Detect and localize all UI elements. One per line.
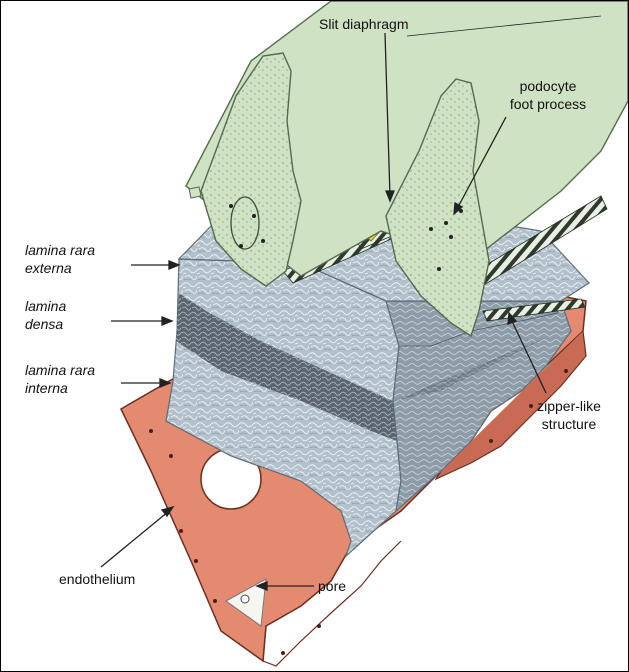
label-lamina-rara-interna-line2: interna xyxy=(25,379,95,397)
label-lamina-densa-line2: densa xyxy=(25,315,66,333)
label-lamina-rara-externa-line2: externa xyxy=(25,259,95,277)
label-zipper-line2: structure xyxy=(521,415,617,433)
label-slit-diaphragm: Slit diaphragm xyxy=(319,15,409,33)
label-podocyte-line1: podocyte xyxy=(493,77,603,95)
label-lamina-densa: lamina densa xyxy=(25,297,66,333)
label-lamina-rara-interna-line1: lamina rara xyxy=(25,361,95,379)
label-zipper-line1: zipper-like xyxy=(521,397,617,415)
label-podocyte-line2: foot process xyxy=(493,95,603,113)
label-lamina-rara-externa-line1: lamina rara xyxy=(25,241,95,259)
label-pore: pore xyxy=(318,577,346,595)
label-lamina-densa-line1: lamina xyxy=(25,297,66,315)
label-endothelium: endothelium xyxy=(59,570,135,588)
label-lamina-rara-externa: lamina rara externa xyxy=(25,241,95,277)
label-lamina-rara-interna: lamina rara interna xyxy=(25,361,95,397)
label-podocyte-foot-process: podocyte foot process xyxy=(493,77,603,113)
label-zipper-like-structure: zipper-like structure xyxy=(521,397,617,433)
